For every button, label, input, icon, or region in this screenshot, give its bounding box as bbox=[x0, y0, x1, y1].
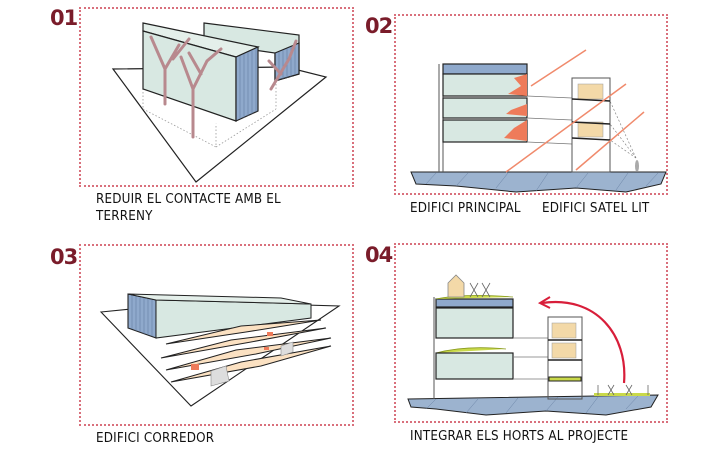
panel-number-03: 03 bbox=[50, 245, 78, 269]
red-arrow-icon bbox=[541, 300, 626, 384]
panel-number-01: 01 bbox=[50, 6, 78, 30]
panel-caption-01-line1: REDUIR EL CONTACTE AMB EL bbox=[96, 192, 281, 207]
panel-caption-01-line2: TERRENY bbox=[96, 209, 153, 224]
panel-frame-03 bbox=[79, 244, 354, 426]
section-sun-rays-drawing bbox=[410, 49, 667, 193]
person-icon bbox=[635, 160, 639, 172]
panel-caption-03: EDIFICI CORREDOR bbox=[96, 431, 215, 446]
panel-number-04: 04 bbox=[365, 243, 393, 267]
panel-frame-01 bbox=[79, 7, 354, 187]
panel-number-02: 02 bbox=[365, 14, 393, 38]
panel-caption-04: INTEGRAR ELS HORTS AL PROJECTE bbox=[410, 429, 629, 444]
section-rooftop-gardens-drawing bbox=[407, 274, 659, 416]
panel-caption-02-right: EDIFICI SATEL LIT bbox=[542, 201, 650, 216]
garden-hut-icon bbox=[447, 274, 465, 298]
panel-frame-02 bbox=[394, 14, 668, 195]
axonometric-blocks-trees-drawing bbox=[111, 22, 328, 183]
axonometric-corridor-drawing bbox=[99, 293, 341, 407]
panel-caption-02-left: EDIFICI PRINCIPAL bbox=[410, 201, 521, 216]
panel-frame-04 bbox=[394, 243, 668, 423]
